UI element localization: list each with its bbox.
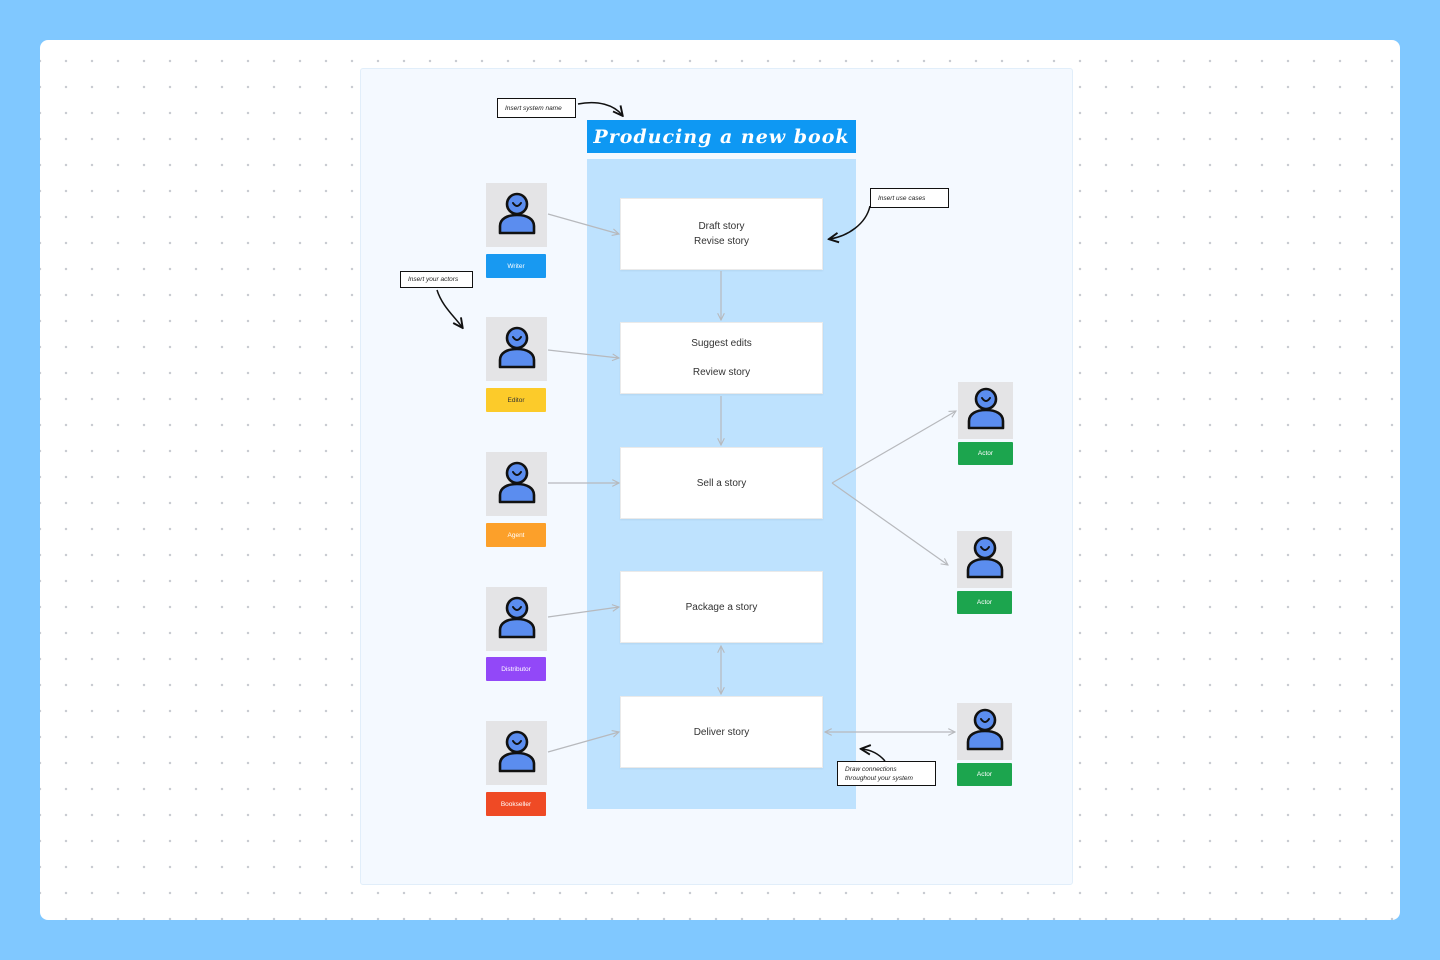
connector-sell-actor-1 [831,411,956,484]
actor-label-right-2[interactable]: Actor [957,591,1012,614]
person-icon [962,705,1008,758]
use-case-line: Deliver story [693,726,750,738]
actor-label-right-1[interactable]: Actor [958,442,1013,465]
use-case-package[interactable]: Package a story [620,571,823,643]
use-case-deliver[interactable]: Deliver story [620,696,823,768]
actor-avatar-bookseller[interactable] [486,721,547,785]
use-case-line: Draft story [698,221,745,232]
use-case-line: Suggest edits [691,338,752,349]
actor-label-bookseller[interactable]: Bookseller [486,792,546,816]
person-icon [494,727,540,780]
actor-avatar-writer[interactable] [486,183,547,247]
use-case-draft-revise[interactable]: Draft story Revise story [620,198,823,270]
note-actors[interactable]: Insert your actors [400,271,473,288]
actor-label-agent[interactable]: Agent [486,523,546,547]
use-case-line: Package a story [685,601,758,613]
actor-avatar-right-1[interactable] [958,382,1013,439]
note-system-name[interactable]: Insert system name [497,98,576,118]
actor-avatar-right-3[interactable] [957,703,1012,760]
actor-label-distributor[interactable]: Distributor [486,657,546,681]
actor-label-editor[interactable]: Editor [486,388,546,412]
actor-label-right-3[interactable]: Actor [957,763,1012,786]
person-icon [962,533,1008,586]
pointer-system-name [577,101,622,115]
connector-bookseller [547,732,619,753]
pointer-use-cases [830,205,871,239]
note-connections[interactable]: Draw connections throughout your system [837,761,936,786]
use-case-line: Revise story [693,236,749,247]
actor-avatar-editor[interactable] [486,317,547,381]
connector-distributor [547,607,619,618]
use-case-edit-review[interactable]: Suggest edits Review story [620,322,823,394]
actor-avatar-right-2[interactable] [957,531,1012,588]
actor-label-writer[interactable]: Writer [486,254,546,278]
person-icon [494,189,540,242]
use-case-line: Review story [692,367,751,378]
connector-sell-actor-2 [831,482,948,565]
note-use-cases[interactable]: Insert use cases [870,188,949,208]
actor-avatar-distributor[interactable] [486,587,547,651]
pointer-connections [862,749,886,762]
connector-editor [547,349,619,358]
connector-writer [547,213,619,234]
person-icon [494,458,540,511]
system-title[interactable]: Producing a new book [587,120,856,153]
person-icon [963,384,1009,437]
use-case-sell[interactable]: Sell a story [620,447,823,519]
pointer-actors [436,289,462,327]
actor-avatar-agent[interactable] [486,452,547,516]
person-icon [494,593,540,646]
person-icon [494,323,540,376]
use-case-line: Sell a story [696,477,747,489]
